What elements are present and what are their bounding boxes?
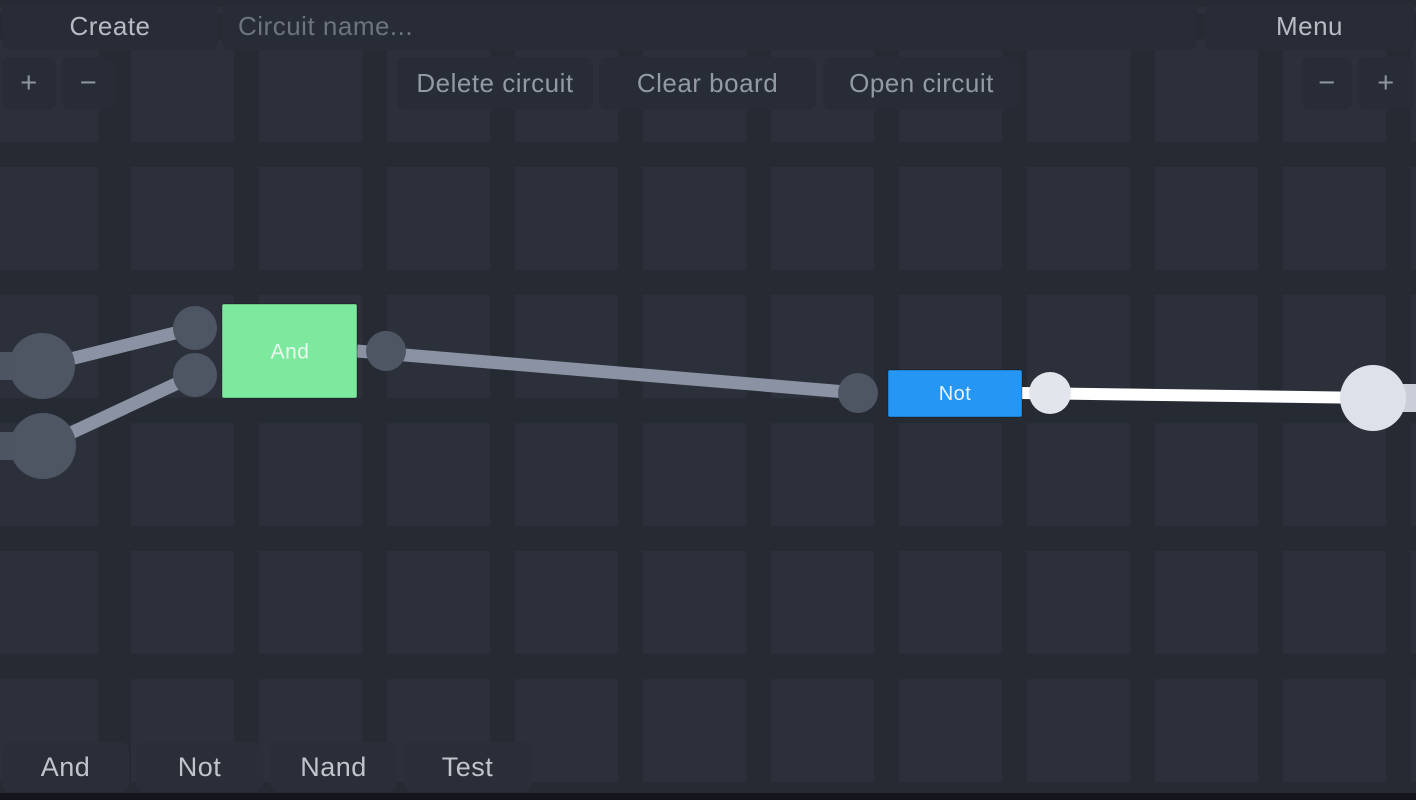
circuit-name-input[interactable]: [222, 2, 1197, 50]
gate-not-label: Not: [939, 383, 972, 405]
bottom-edge-strip: [0, 793, 1416, 800]
gate-not[interactable]: [887, 369, 1023, 418]
zoom-in-button-right[interactable]: +: [1358, 57, 1414, 110]
wire-and-to-not: [356, 344, 859, 400]
input-switch-2[interactable]: [10, 413, 76, 479]
open-circuit-button[interactable]: Open circuit: [823, 57, 1020, 110]
zoom-in-button-left[interactable]: +: [2, 57, 56, 110]
gate-and[interactable]: [221, 303, 358, 399]
gate-and-label: And: [271, 341, 310, 364]
create-button[interactable]: Create: [2, 2, 218, 50]
palette-nand-button[interactable]: Nand: [270, 742, 397, 792]
palette-and-button[interactable]: And: [2, 742, 129, 792]
zoom-out-button-right[interactable]: −: [1302, 57, 1352, 110]
output-lamp[interactable]: [1340, 365, 1406, 431]
and-output-pin[interactable]: [366, 331, 406, 371]
and-input-pin-2[interactable]: [173, 353, 217, 397]
clear-board-button[interactable]: Clear board: [599, 57, 816, 110]
palette-test-button[interactable]: Test: [404, 742, 531, 792]
wire-not-to-lamp: [1021, 387, 1374, 404]
not-input-pin[interactable]: [838, 373, 878, 413]
palette-not-button[interactable]: Not: [136, 742, 263, 792]
zoom-out-button-left[interactable]: −: [62, 57, 115, 110]
delete-circuit-button[interactable]: Delete circuit: [397, 57, 593, 110]
menu-button[interactable]: Menu: [1205, 2, 1414, 50]
not-output-pin[interactable]: [1029, 372, 1071, 414]
and-input-pin-1[interactable]: [173, 306, 217, 350]
input-switch-1[interactable]: [9, 333, 75, 399]
